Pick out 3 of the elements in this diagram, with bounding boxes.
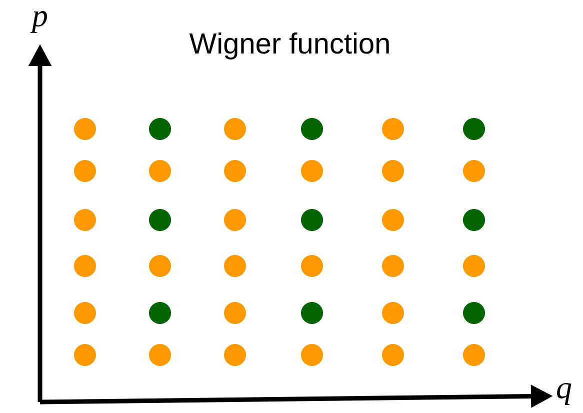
axis-label: p <box>30 11 48 33</box>
title: Wigner function <box>189 32 389 60</box>
axis-label: q <box>557 383 572 405</box>
